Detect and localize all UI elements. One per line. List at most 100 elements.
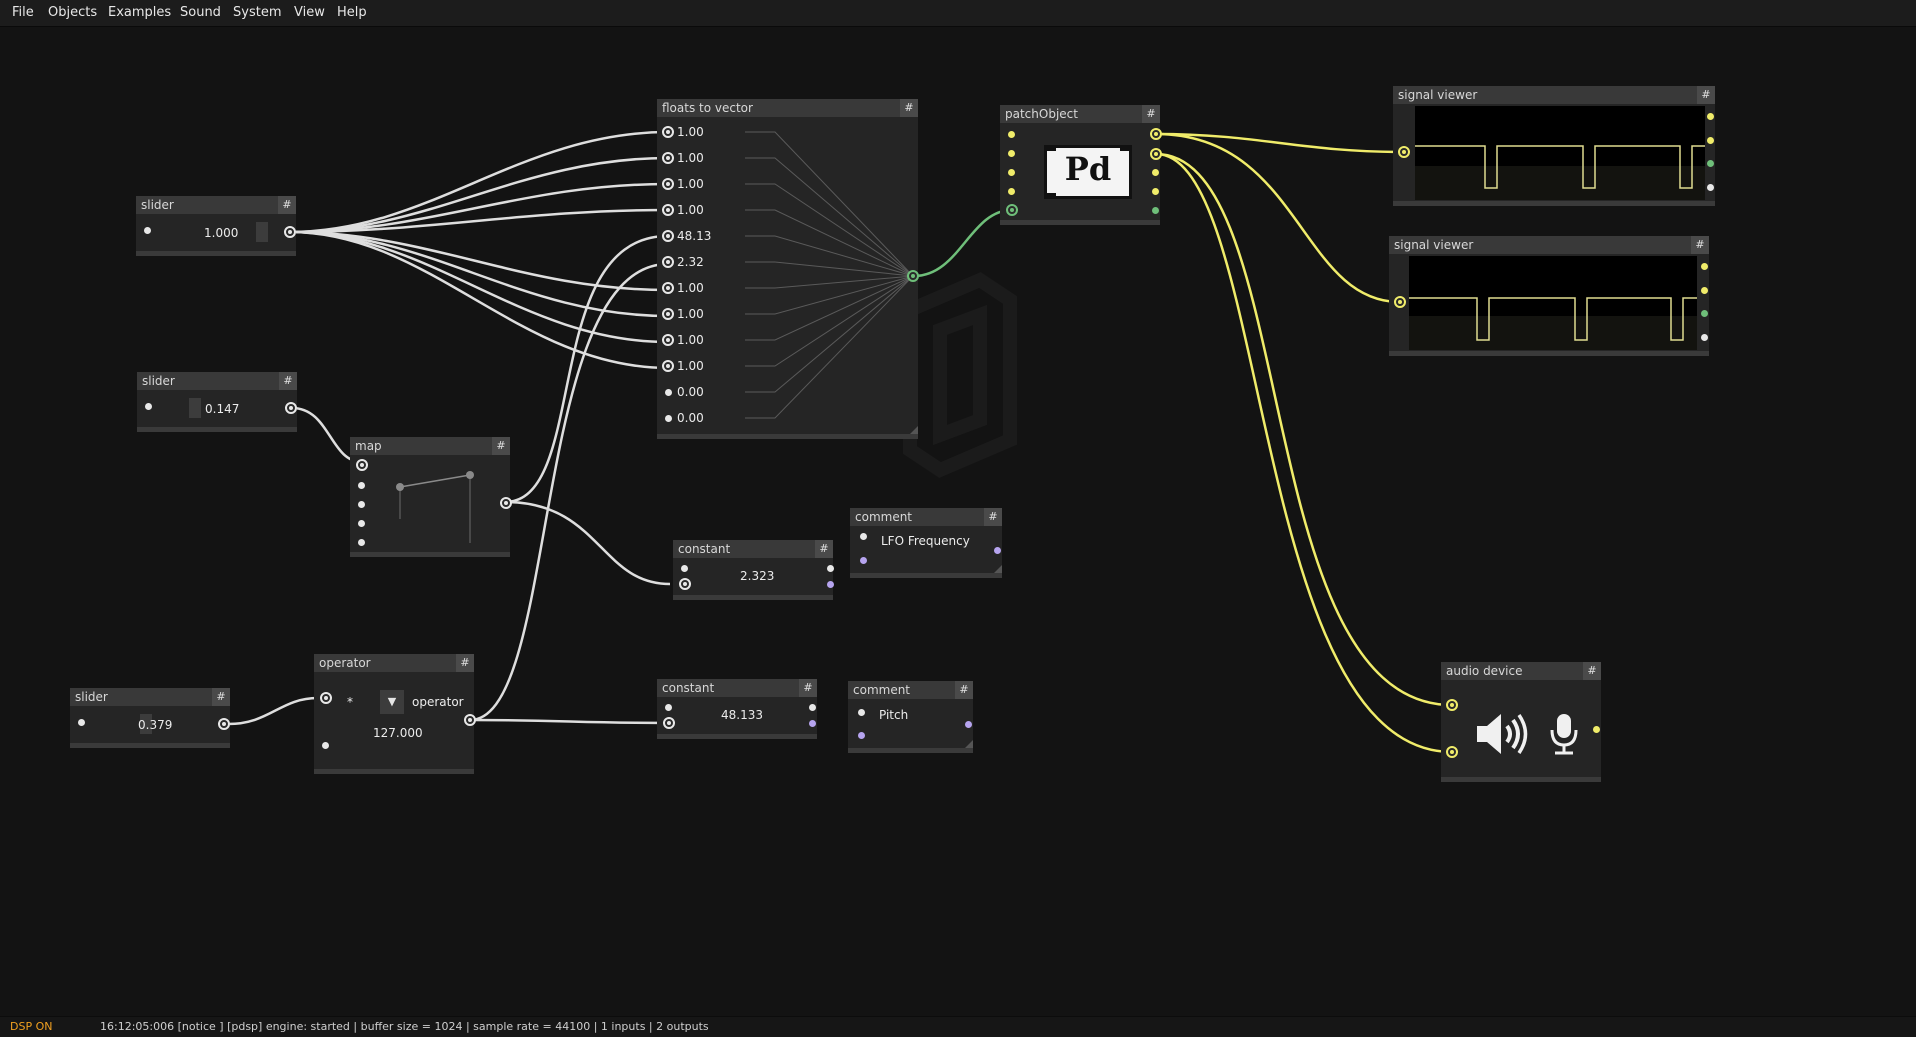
dsp-status-indicator[interactable]: DSP ON: [10, 1020, 53, 1033]
inlet-port[interactable]: [662, 152, 674, 164]
outlet-port[interactable]: [500, 497, 512, 509]
comment-text[interactable]: LFO Frequency: [881, 534, 970, 548]
map-node[interactable]: map #: [350, 437, 512, 557]
outlet-port[interactable]: [827, 581, 834, 588]
menu-system[interactable]: System: [233, 5, 282, 20]
chevron-down-icon[interactable]: ▼: [380, 690, 404, 714]
inlet-port[interactable]: [78, 719, 85, 726]
menu-help[interactable]: Help: [337, 5, 367, 20]
inlet-port[interactable]: [1008, 188, 1015, 195]
node-menu-button[interactable]: #: [1142, 105, 1160, 123]
inlet-port[interactable]: [679, 578, 691, 590]
audio-device-node[interactable]: audio device #: [1441, 662, 1601, 782]
menu-sound[interactable]: Sound: [180, 5, 221, 20]
inlet-port[interactable]: [358, 501, 365, 508]
resize-handle[interactable]: [965, 740, 973, 748]
inlet-port[interactable]: [662, 256, 674, 268]
inlet-port[interactable]: [662, 360, 674, 372]
node-menu-button[interactable]: #: [456, 654, 474, 672]
node-menu-button[interactable]: #: [799, 679, 817, 697]
inlet-port[interactable]: [662, 282, 674, 294]
inlet-port[interactable]: [1008, 169, 1015, 176]
outlet-port[interactable]: [1593, 726, 1600, 733]
operator-dropdown-label[interactable]: operator: [412, 695, 464, 709]
outlet-port[interactable]: [1152, 188, 1159, 195]
signal-viewer-node-1[interactable]: signal viewer #: [1393, 86, 1715, 206]
constant-node-1[interactable]: constant # 2.323: [673, 540, 834, 600]
inlet-port[interactable]: [860, 533, 867, 540]
inlet-port[interactable]: [662, 334, 674, 346]
inlet-port[interactable]: [358, 482, 365, 489]
outlet-port[interactable]: [1152, 169, 1159, 176]
outlet-port[interactable]: [827, 565, 834, 572]
operator-node[interactable]: operator # * ▼ operator 127.000: [314, 654, 476, 774]
node-menu-button[interactable]: #: [279, 372, 297, 390]
outlet-port[interactable]: [965, 721, 972, 728]
outlet-port[interactable]: [907, 270, 919, 282]
inlet-port[interactable]: [662, 230, 674, 242]
floats-to-vector-node[interactable]: floats to vector # 1.00 1.00 1.00 1.00 4…: [657, 99, 919, 439]
inlet-port[interactable]: [1008, 131, 1015, 138]
comment-text[interactable]: Pitch: [879, 708, 909, 722]
menu-objects[interactable]: Objects: [48, 5, 98, 20]
outlet-port[interactable]: [1701, 334, 1708, 341]
inlet-port[interactable]: [858, 709, 865, 716]
node-menu-button[interactable]: #: [1583, 662, 1601, 680]
slider-node-1[interactable]: slider # 1.000: [136, 196, 296, 256]
inlet-port[interactable]: [356, 459, 368, 471]
outlet-port[interactable]: [1701, 287, 1708, 294]
slider-node-3[interactable]: slider # 0.379: [70, 688, 230, 748]
inlet-port[interactable]: [860, 557, 867, 564]
inlet-port[interactable]: [665, 415, 672, 422]
inlet-port[interactable]: [1398, 146, 1410, 158]
outlet-port[interactable]: [1707, 113, 1714, 120]
node-menu-button[interactable]: #: [492, 437, 510, 455]
inlet-port[interactable]: [358, 520, 365, 527]
resize-handle[interactable]: [910, 426, 918, 434]
menu-examples[interactable]: Examples: [108, 5, 172, 20]
inlet-port[interactable]: [1446, 746, 1458, 758]
slider-handle[interactable]: [140, 714, 153, 734]
map-curve-graph[interactable]: [390, 467, 480, 547]
slider-node-2[interactable]: slider # 0.147: [137, 372, 297, 432]
node-menu-button[interactable]: #: [955, 681, 973, 699]
inlet-port[interactable]: [663, 717, 675, 729]
comment-node-2[interactable]: comment # Pitch: [848, 681, 973, 753]
inlet-port[interactable]: [1446, 699, 1458, 711]
inlet-port[interactable]: [358, 539, 365, 546]
outlet-port[interactable]: [1152, 207, 1159, 214]
node-menu-button[interactable]: #: [984, 508, 1002, 526]
outlet-port[interactable]: [464, 714, 476, 726]
outlet-port[interactable]: [218, 718, 230, 730]
inlet-port[interactable]: [681, 565, 688, 572]
outlet-port[interactable]: [1701, 263, 1708, 270]
outlet-port[interactable]: [1150, 148, 1162, 160]
inlet-port[interactable]: [662, 126, 674, 138]
outlet-port[interactable]: [809, 704, 816, 711]
node-menu-button[interactable]: #: [212, 688, 230, 706]
inlet-port[interactable]: [662, 178, 674, 190]
node-menu-button[interactable]: #: [1691, 236, 1709, 254]
node-menu-button[interactable]: #: [815, 540, 833, 558]
menu-view[interactable]: View: [294, 5, 325, 20]
outlet-port[interactable]: [994, 547, 1001, 554]
outlet-port[interactable]: [1707, 184, 1714, 191]
inlet-port[interactable]: [1008, 150, 1015, 157]
constant-node-2[interactable]: constant # 48.133: [657, 679, 817, 739]
inlet-port[interactable]: [322, 742, 329, 749]
inlet-port[interactable]: [1006, 204, 1018, 216]
inlet-port[interactable]: [144, 227, 151, 234]
inlet-port[interactable]: [662, 204, 674, 216]
node-menu-button[interactable]: #: [900, 99, 918, 117]
outlet-port[interactable]: [284, 226, 296, 238]
comment-node-1[interactable]: comment # LFO Frequency: [850, 508, 1002, 578]
slider-handle[interactable]: [188, 398, 201, 418]
slider-handle[interactable]: [256, 222, 268, 242]
inlet-port[interactable]: [320, 692, 332, 704]
patch-object-node[interactable]: patchObject # Pd: [1000, 105, 1162, 225]
resize-handle[interactable]: [994, 565, 1002, 573]
outlet-port[interactable]: [809, 720, 816, 727]
inlet-port[interactable]: [858, 732, 865, 739]
inlet-port[interactable]: [665, 389, 672, 396]
menu-file[interactable]: File: [12, 5, 34, 20]
